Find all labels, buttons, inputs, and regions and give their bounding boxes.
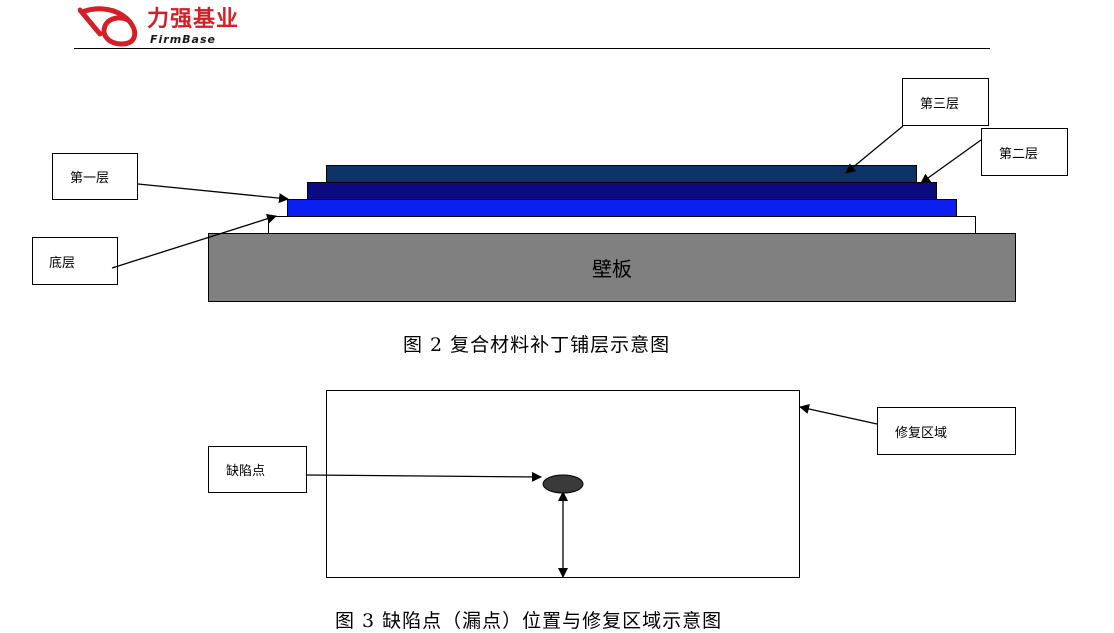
figure2-caption: 图 2 复合材料补丁铺层示意图 bbox=[403, 334, 671, 356]
label-layer1: 第一层 bbox=[52, 153, 138, 200]
arrow-base bbox=[111, 213, 277, 269]
defect-point bbox=[542, 474, 584, 494]
label-repair-area: 修复区域 bbox=[877, 407, 1016, 455]
arrow-defect bbox=[306, 471, 542, 482]
logo-text-en: FirmBase bbox=[150, 33, 216, 46]
arrow-repair-area bbox=[799, 404, 878, 425]
label-base-text: 底层 bbox=[49, 255, 76, 271]
arrow-layer1 bbox=[137, 183, 289, 204]
wall-panel-label: 壁板 bbox=[592, 257, 632, 281]
header-divider bbox=[74, 48, 990, 49]
arrow-layer3 bbox=[845, 125, 904, 174]
label-repair-area-text: 修复区域 bbox=[895, 425, 948, 441]
logo-text-cn: 力强基业 bbox=[147, 7, 240, 32]
label-layer3: 第三层 bbox=[902, 78, 989, 126]
company-logo: 力强基业 FirmBase bbox=[77, 4, 253, 48]
label-base: 底层 bbox=[32, 237, 118, 285]
arrow-layer2 bbox=[920, 139, 982, 184]
label-layer1-text: 第一层 bbox=[70, 171, 110, 186]
label-layer3-text: 第三层 bbox=[920, 96, 960, 112]
figure3-caption: 图 3 缺陷点（漏点）位置与修复区域示意图 bbox=[335, 610, 723, 632]
label-layer2-text: 第二层 bbox=[999, 146, 1039, 162]
label-defect-text: 缺陷点 bbox=[226, 464, 266, 479]
label-defect: 缺陷点 bbox=[208, 446, 307, 493]
wall-panel: 壁板 bbox=[208, 233, 1016, 302]
label-layer2: 第二层 bbox=[981, 128, 1068, 176]
logo-swoosh-icon bbox=[77, 6, 138, 47]
